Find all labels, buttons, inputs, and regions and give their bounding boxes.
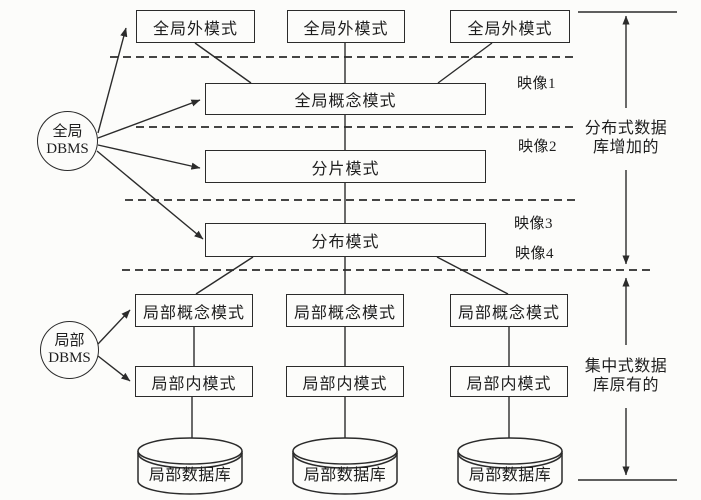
global-dbms-arrows xyxy=(96,27,204,240)
local-conceptual-schema-box-3: 局部概念模式 xyxy=(450,294,568,327)
centralized-note-line2: 库原有的 xyxy=(592,377,659,394)
global-conceptual-schema-box: 全局概念模式 xyxy=(205,83,486,115)
mapping-3-label: 映像3 xyxy=(514,216,554,232)
local-dbms-label-line2: DBMS xyxy=(48,350,91,366)
global-external-schema-box-2: 全局外模式 xyxy=(287,10,405,43)
schema-connector-lines xyxy=(191,42,510,439)
local-database-label-3: 局部数据库 xyxy=(468,467,552,484)
local-internal-schema-box-3: 局部内模式 xyxy=(450,366,568,397)
local-dbms-node: 局部 DBMS xyxy=(40,321,99,379)
fragmentation-schema-box: 分片模式 xyxy=(205,150,486,183)
distributed-span-bracket xyxy=(578,11,677,265)
mapping-4-label: 映像4 xyxy=(515,246,555,262)
local-internal-schema-box-1: 局部内模式 xyxy=(135,366,253,397)
mapping-1-label: 映像1 xyxy=(517,76,557,92)
local-conceptual-schema-box-1: 局部概念模式 xyxy=(135,294,253,327)
global-external-schema-box-3: 全局外模式 xyxy=(450,10,570,43)
distribution-schema-box: 分布模式 xyxy=(205,223,486,257)
local-database-label-2: 局部数据库 xyxy=(303,467,387,484)
mapping-2-label: 映像2 xyxy=(518,139,558,155)
local-conceptual-schema-box-2: 局部概念模式 xyxy=(286,294,404,327)
centralized-note-line1: 集中式数据 xyxy=(584,358,668,375)
global-dbms-node: 全局 DBMS xyxy=(37,111,98,171)
database-cylinder-1 xyxy=(137,437,243,495)
global-dbms-label-line2: DBMS xyxy=(46,141,89,157)
distributed-note-line1: 分布式数据 xyxy=(584,120,668,137)
local-dbms-label-line1: 局部 xyxy=(54,333,85,349)
distributed-note-line2: 库增加的 xyxy=(592,139,659,156)
database-cylinder-2 xyxy=(292,437,398,495)
centralized-note: 集中式数据 库原有的 xyxy=(568,357,684,395)
dashed-separator-lines xyxy=(110,56,650,271)
local-dbms-arrows xyxy=(97,309,131,382)
local-internal-schema-box-2: 局部内模式 xyxy=(286,366,404,397)
centralized-span-bracket xyxy=(578,277,677,481)
database-cylinder-3 xyxy=(457,437,563,495)
global-dbms-label-line1: 全局 xyxy=(52,124,83,140)
global-external-schema-box-1: 全局外模式 xyxy=(136,10,255,43)
distributed-note: 分布式数据 库增加的 xyxy=(568,119,684,157)
local-database-label-1: 局部数据库 xyxy=(148,467,232,484)
